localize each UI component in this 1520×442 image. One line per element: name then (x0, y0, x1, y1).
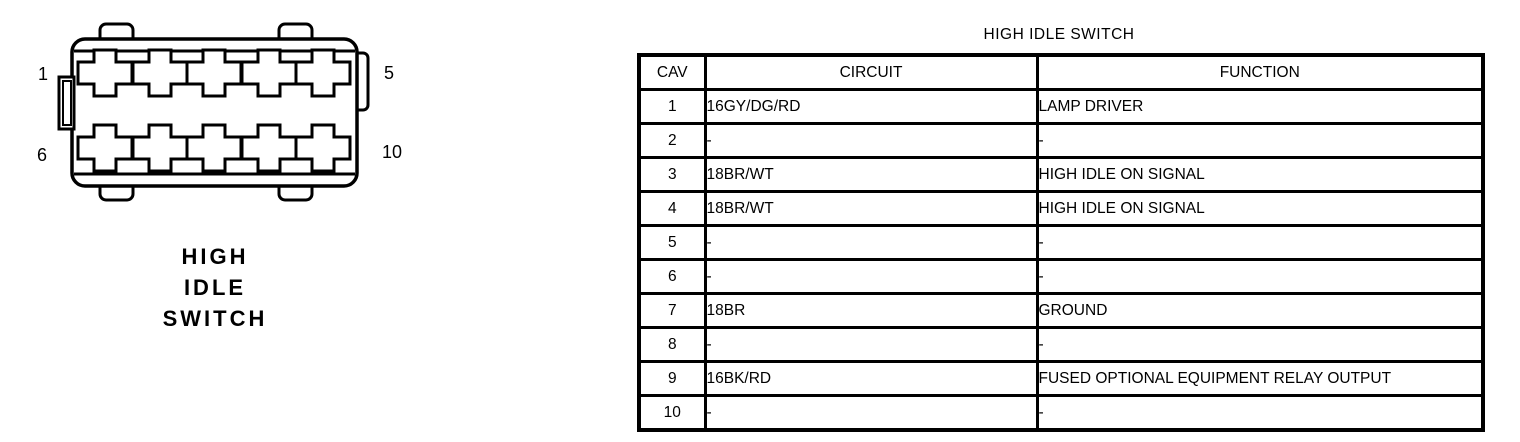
column-header-function: FUNCTION (1035, 53, 1485, 91)
function-cell: - (1035, 326, 1485, 363)
circuit-cell: - (703, 394, 1039, 432)
pin-label-bottom-right: 10 (382, 142, 402, 162)
function-cell: GROUND (1035, 292, 1485, 329)
cavity-row-bottom (76, 123, 352, 173)
table-row: 8 - - (637, 326, 1485, 363)
circuit-cell: - (703, 224, 1039, 261)
left-side-tab (57, 75, 76, 131)
circuit-cell: - (703, 326, 1039, 363)
connector-diagram: 1 5 6 10 (37, 22, 402, 202)
table-row: 7 18BR GROUND (637, 292, 1485, 329)
column-header-cav: CAV (637, 53, 707, 91)
function-cell: - (1035, 224, 1485, 261)
circuit-cell: 16BK/RD (703, 360, 1039, 397)
table-row: 9 16BK/RD FUSED OPTIONAL EQUIPMENT RELAY… (637, 360, 1485, 397)
pinout-table: CAV CIRCUIT FUNCTION 1 16GY/DG/RD LAMP D… (637, 53, 1485, 432)
function-cell: HIGH IDLE ON SIGNAL (1035, 156, 1485, 193)
table-row: 4 18BR/WT HIGH IDLE ON SIGNAL (637, 190, 1485, 227)
cav-cell: 1 (637, 88, 707, 125)
connector-name-label: HIGH IDLE SWITCH (95, 241, 335, 334)
table-row: 6 - - (637, 258, 1485, 295)
cav-cell: 4 (637, 190, 707, 227)
pin-label-bottom-left: 6 (37, 145, 47, 165)
cav-cell: 10 (637, 394, 707, 432)
connector-name-line-3: SWITCH (162, 306, 268, 331)
table-row: 3 18BR/WT HIGH IDLE ON SIGNAL (637, 156, 1485, 193)
cavity-10 (294, 123, 352, 173)
cav-cell: 6 (637, 258, 707, 295)
table-row: 1 16GY/DG/RD LAMP DRIVER (637, 88, 1485, 125)
table-row: 2 - - (637, 122, 1485, 159)
circuit-cell: - (703, 122, 1039, 159)
function-cell: HIGH IDLE ON SIGNAL (1035, 190, 1485, 227)
table-title: HIGH IDLE SWITCH (983, 26, 1135, 43)
circuit-cell: 18BR (703, 292, 1039, 329)
cavity-5 (294, 48, 352, 98)
circuit-cell: - (703, 258, 1039, 295)
table-header-row: CAV CIRCUIT FUNCTION (637, 53, 1485, 91)
left-side-tab-inner (62, 80, 72, 126)
cavity-row-top (76, 48, 352, 98)
circuit-cell: 18BR/WT (703, 156, 1039, 193)
pinout-section: HIGH IDLE SWITCH CAV CIRCUIT FUNCTION 1 … (637, 26, 1485, 432)
cav-cell: 2 (637, 122, 707, 159)
cav-cell: 7 (637, 292, 707, 329)
cav-cell: 3 (637, 156, 707, 193)
connector-name-line-1: HIGH (181, 244, 249, 269)
pin-label-top-right: 5 (384, 63, 394, 83)
column-header-circuit: CIRCUIT (703, 53, 1039, 91)
table-row: 10 - - (637, 394, 1485, 432)
circuit-cell: 16GY/DG/RD (703, 88, 1039, 125)
pin-label-top-left: 1 (38, 64, 48, 84)
connector-name-line-2: IDLE (183, 275, 247, 300)
cav-cell: 5 (637, 224, 707, 261)
cav-cell: 9 (637, 360, 707, 397)
function-cell: - (1035, 122, 1485, 159)
circuit-cell: 18BR/WT (703, 190, 1039, 227)
table-row: 5 - - (637, 224, 1485, 261)
function-cell: - (1035, 258, 1485, 295)
pin-labels: 1 5 6 10 (37, 63, 402, 165)
function-cell: LAMP DRIVER (1035, 88, 1485, 125)
function-cell: - (1035, 394, 1485, 432)
function-cell: FUSED OPTIONAL EQUIPMENT RELAY OUTPUT (1035, 360, 1485, 397)
cav-cell: 8 (637, 326, 707, 363)
connector-figure: 1 5 6 10 HIGH IDLE SWITCH (0, 0, 480, 442)
